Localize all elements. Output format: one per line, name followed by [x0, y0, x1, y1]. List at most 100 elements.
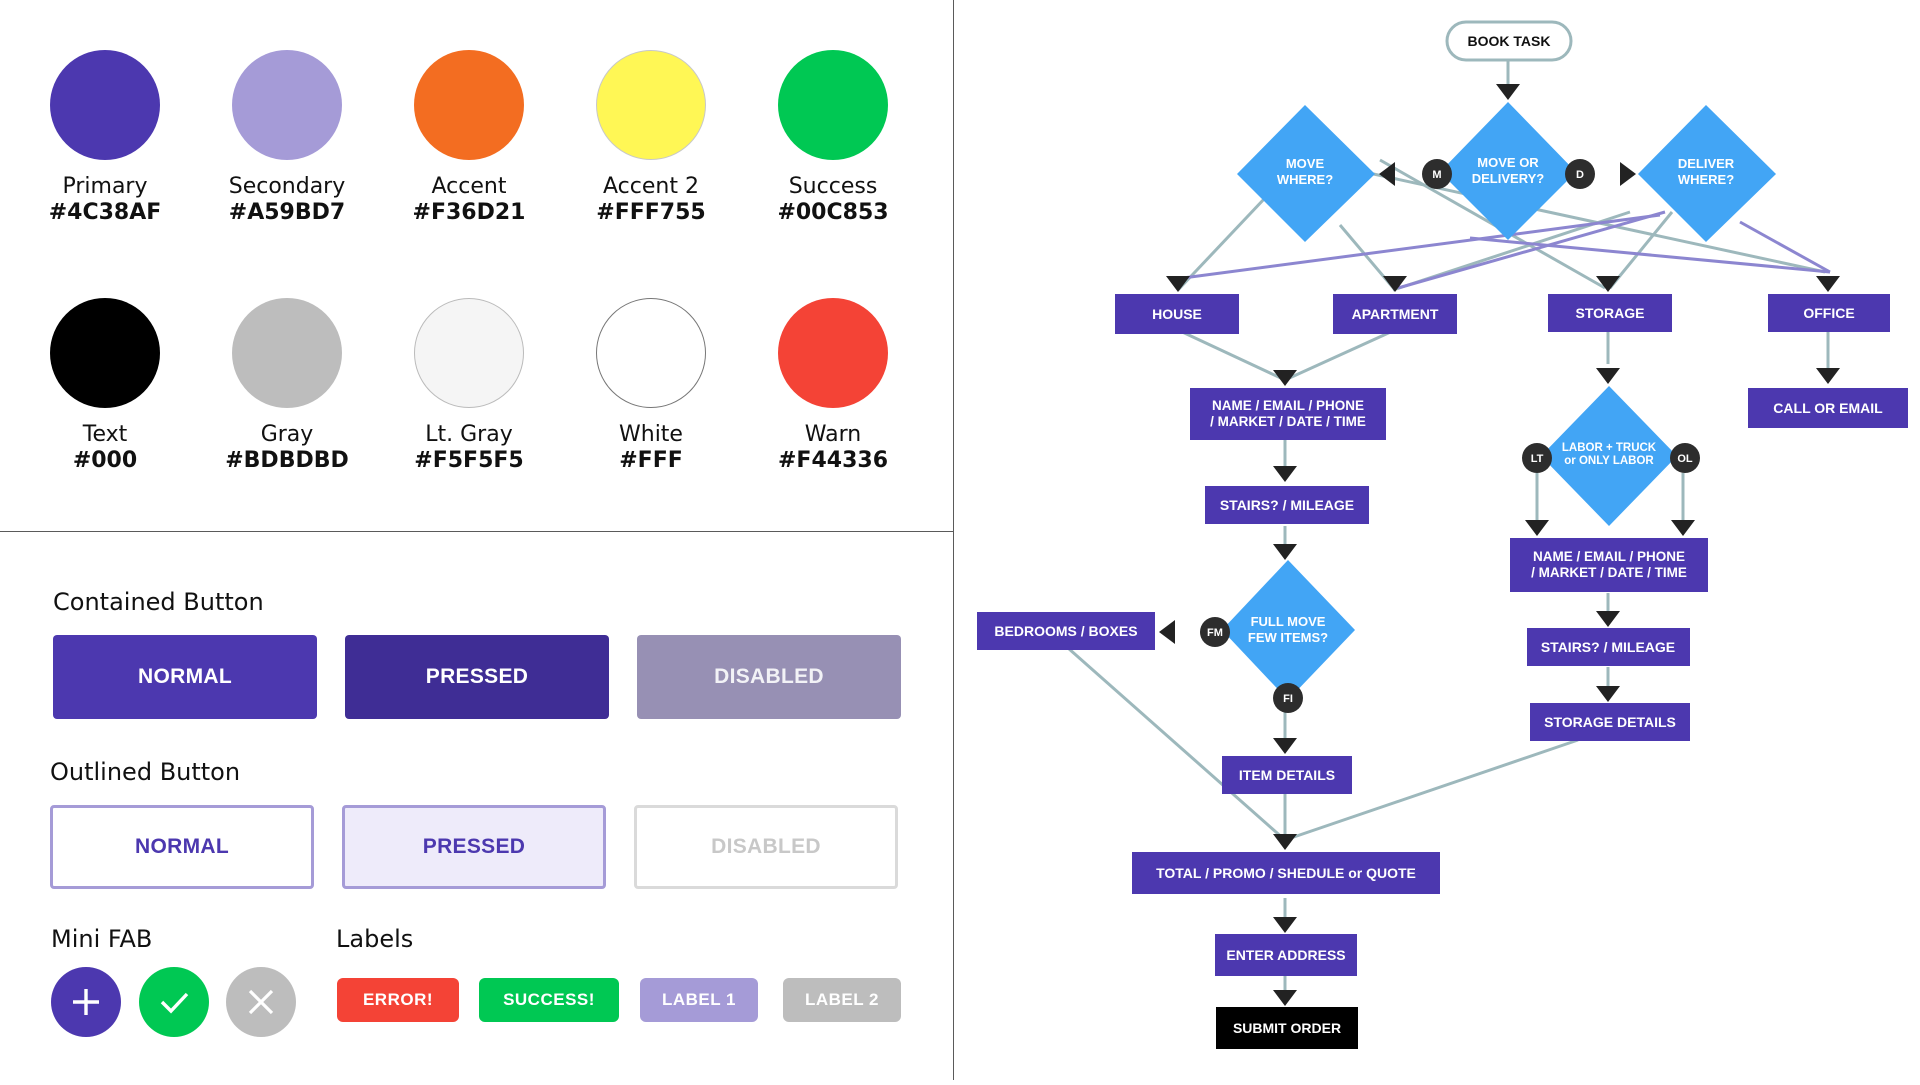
badge-fm: FM — [1207, 627, 1223, 639]
decision-labor — [1541, 386, 1677, 526]
swatch-name: Warn — [804, 422, 862, 447]
box-call-or-email — [1748, 388, 1908, 428]
outlined-disabled-button: DISABLED — [634, 805, 898, 889]
box-contact-left — [1190, 388, 1386, 440]
swatch-name: Lt. Gray — [425, 422, 513, 447]
swatch-name: Accent — [431, 174, 507, 199]
plus-icon — [73, 989, 99, 1015]
connectors-alt — [1182, 210, 1831, 290]
start-node-label: BOOK TASK — [1468, 33, 1551, 49]
outlined-normal-button[interactable]: NORMAL — [50, 805, 314, 889]
swatch-hex: #A59BD7 — [228, 200, 346, 225]
decision-labor-line-1: LABOR + TRUCK — [1562, 442, 1657, 454]
fab-add-button[interactable] — [51, 967, 121, 1037]
process-boxes: HOUSE APARTMENT STORAGE OFFICE CALL OR E… — [977, 294, 1908, 1049]
box-stairs-right — [1527, 628, 1690, 666]
box-office — [1768, 294, 1890, 332]
box-total-label: TOTAL / PROMO / SHEDULE or QUOTE — [1156, 865, 1416, 881]
decision-full-move — [1222, 560, 1355, 700]
box-stairs-left-label: STAIRS? / MILEAGE — [1220, 497, 1354, 513]
fab-cancel-button[interactable] — [226, 967, 296, 1037]
swatch-circle — [414, 50, 524, 160]
decision-main-line-2: DELIVERY? — [1472, 171, 1545, 186]
swatch-hex: #00C853 — [777, 200, 889, 225]
box-enter-address — [1215, 934, 1357, 976]
label-success: SUCCESS! — [479, 978, 619, 1022]
decision-move-line-1: MOVE — [1286, 156, 1325, 171]
box-office-label: OFFICE — [1803, 305, 1854, 321]
contained-disabled-button: DISABLED — [637, 635, 901, 719]
box-apartment — [1333, 294, 1457, 334]
outlined-button-title: Outlined Button — [50, 758, 241, 786]
badge-lt: LT — [1531, 453, 1544, 465]
decision-full-line-1: FULL MOVE — [1251, 614, 1326, 629]
swatch-success: Success #00C853 — [742, 50, 924, 226]
swatch-name: Primary — [62, 174, 148, 199]
arrowheads — [1159, 84, 1840, 1006]
swatch-hex: #F44336 — [778, 448, 888, 473]
box-stairs-left — [1205, 486, 1369, 524]
fab-confirm-button[interactable] — [139, 967, 209, 1037]
swatch-name: Success — [788, 174, 878, 199]
swatch-hex: #FFF — [619, 448, 683, 473]
box-contact-right-line-1: NAME / EMAIL / PHONE — [1533, 549, 1685, 564]
swatch-circle — [232, 50, 342, 160]
box-total — [1132, 852, 1440, 894]
swatch-hex: #4C38AF — [48, 200, 162, 225]
swatch-hex: #F36D21 — [412, 200, 526, 225]
swatch-secondary: Secondary #A59BD7 — [196, 50, 378, 226]
badge-fi: FI — [1283, 693, 1293, 705]
decision-deliver-line-1: DELIVER — [1678, 156, 1735, 171]
box-storage-label: STORAGE — [1576, 305, 1645, 321]
box-storage-details-label: STORAGE DETAILS — [1544, 714, 1676, 730]
box-submit-order-label: SUBMIT ORDER — [1233, 1020, 1341, 1036]
swatch-gray: Gray #BDBDBD — [196, 298, 378, 474]
swatch-name: White — [619, 422, 683, 447]
swatch-circle — [232, 298, 342, 408]
box-bedrooms — [977, 612, 1155, 650]
swatch-warn: Warn #F44336 — [742, 298, 924, 474]
box-house-label: HOUSE — [1152, 306, 1202, 322]
box-house — [1115, 294, 1239, 334]
swatch-hex: #FFF755 — [596, 200, 706, 225]
decision-main-line-1: MOVE OR — [1477, 155, 1539, 170]
label-2: LABEL 2 — [783, 978, 901, 1022]
contained-normal-button[interactable]: NORMAL — [53, 635, 317, 719]
swatch-name: Accent 2 — [603, 174, 699, 199]
box-item-details — [1222, 756, 1352, 794]
swatch-name: Text — [82, 422, 128, 447]
box-storage — [1548, 294, 1672, 332]
box-enter-address-label: ENTER ADDRESS — [1226, 947, 1345, 963]
decision-labor-line-2: or ONLY LABOR — [1564, 455, 1654, 467]
labels-title: Labels — [336, 925, 414, 953]
box-bedrooms-label: BEDROOMS / BOXES — [994, 623, 1137, 639]
swatch-primary: Primary #4C38AF — [14, 50, 196, 226]
box-item-details-label: ITEM DETAILS — [1239, 767, 1335, 783]
start-node — [1445, 20, 1573, 62]
horizontal-divider — [0, 531, 953, 532]
contained-pressed-button[interactable]: PRESSED — [345, 635, 609, 719]
box-call-or-email-label: CALL OR EMAIL — [1773, 400, 1883, 416]
decision-move-line-2: WHERE? — [1277, 172, 1333, 187]
box-storage-details — [1530, 703, 1690, 741]
swatch-circle — [50, 50, 160, 160]
swatch-lt-gray: Lt. Gray #F5F5F5 — [378, 298, 560, 474]
decision-move-or-delivery — [1440, 102, 1576, 240]
box-submit-order — [1216, 1007, 1358, 1049]
decision-deliver-where — [1638, 105, 1776, 242]
decision-deliver-line-2: WHERE? — [1678, 172, 1734, 187]
swatch-hex: #F5F5F5 — [414, 448, 524, 473]
swatch-text: Text #000 — [14, 298, 196, 474]
swatch-circle — [596, 298, 706, 408]
box-contact-left-line-1: NAME / EMAIL / PHONE — [1212, 398, 1364, 413]
swatch-circle — [414, 298, 524, 408]
swatch-circle — [596, 50, 706, 160]
box-contact-left-line-2: / MARKET / DATE / TIME — [1210, 414, 1366, 429]
box-contact-right-line-2: / MARKET / DATE / TIME — [1531, 565, 1687, 580]
outlined-pressed-button[interactable]: PRESSED — [342, 805, 606, 889]
swatch-name: Gray — [260, 422, 314, 447]
swatch-hex: #000 — [72, 448, 138, 473]
contained-button-title: Contained Button — [53, 588, 264, 616]
